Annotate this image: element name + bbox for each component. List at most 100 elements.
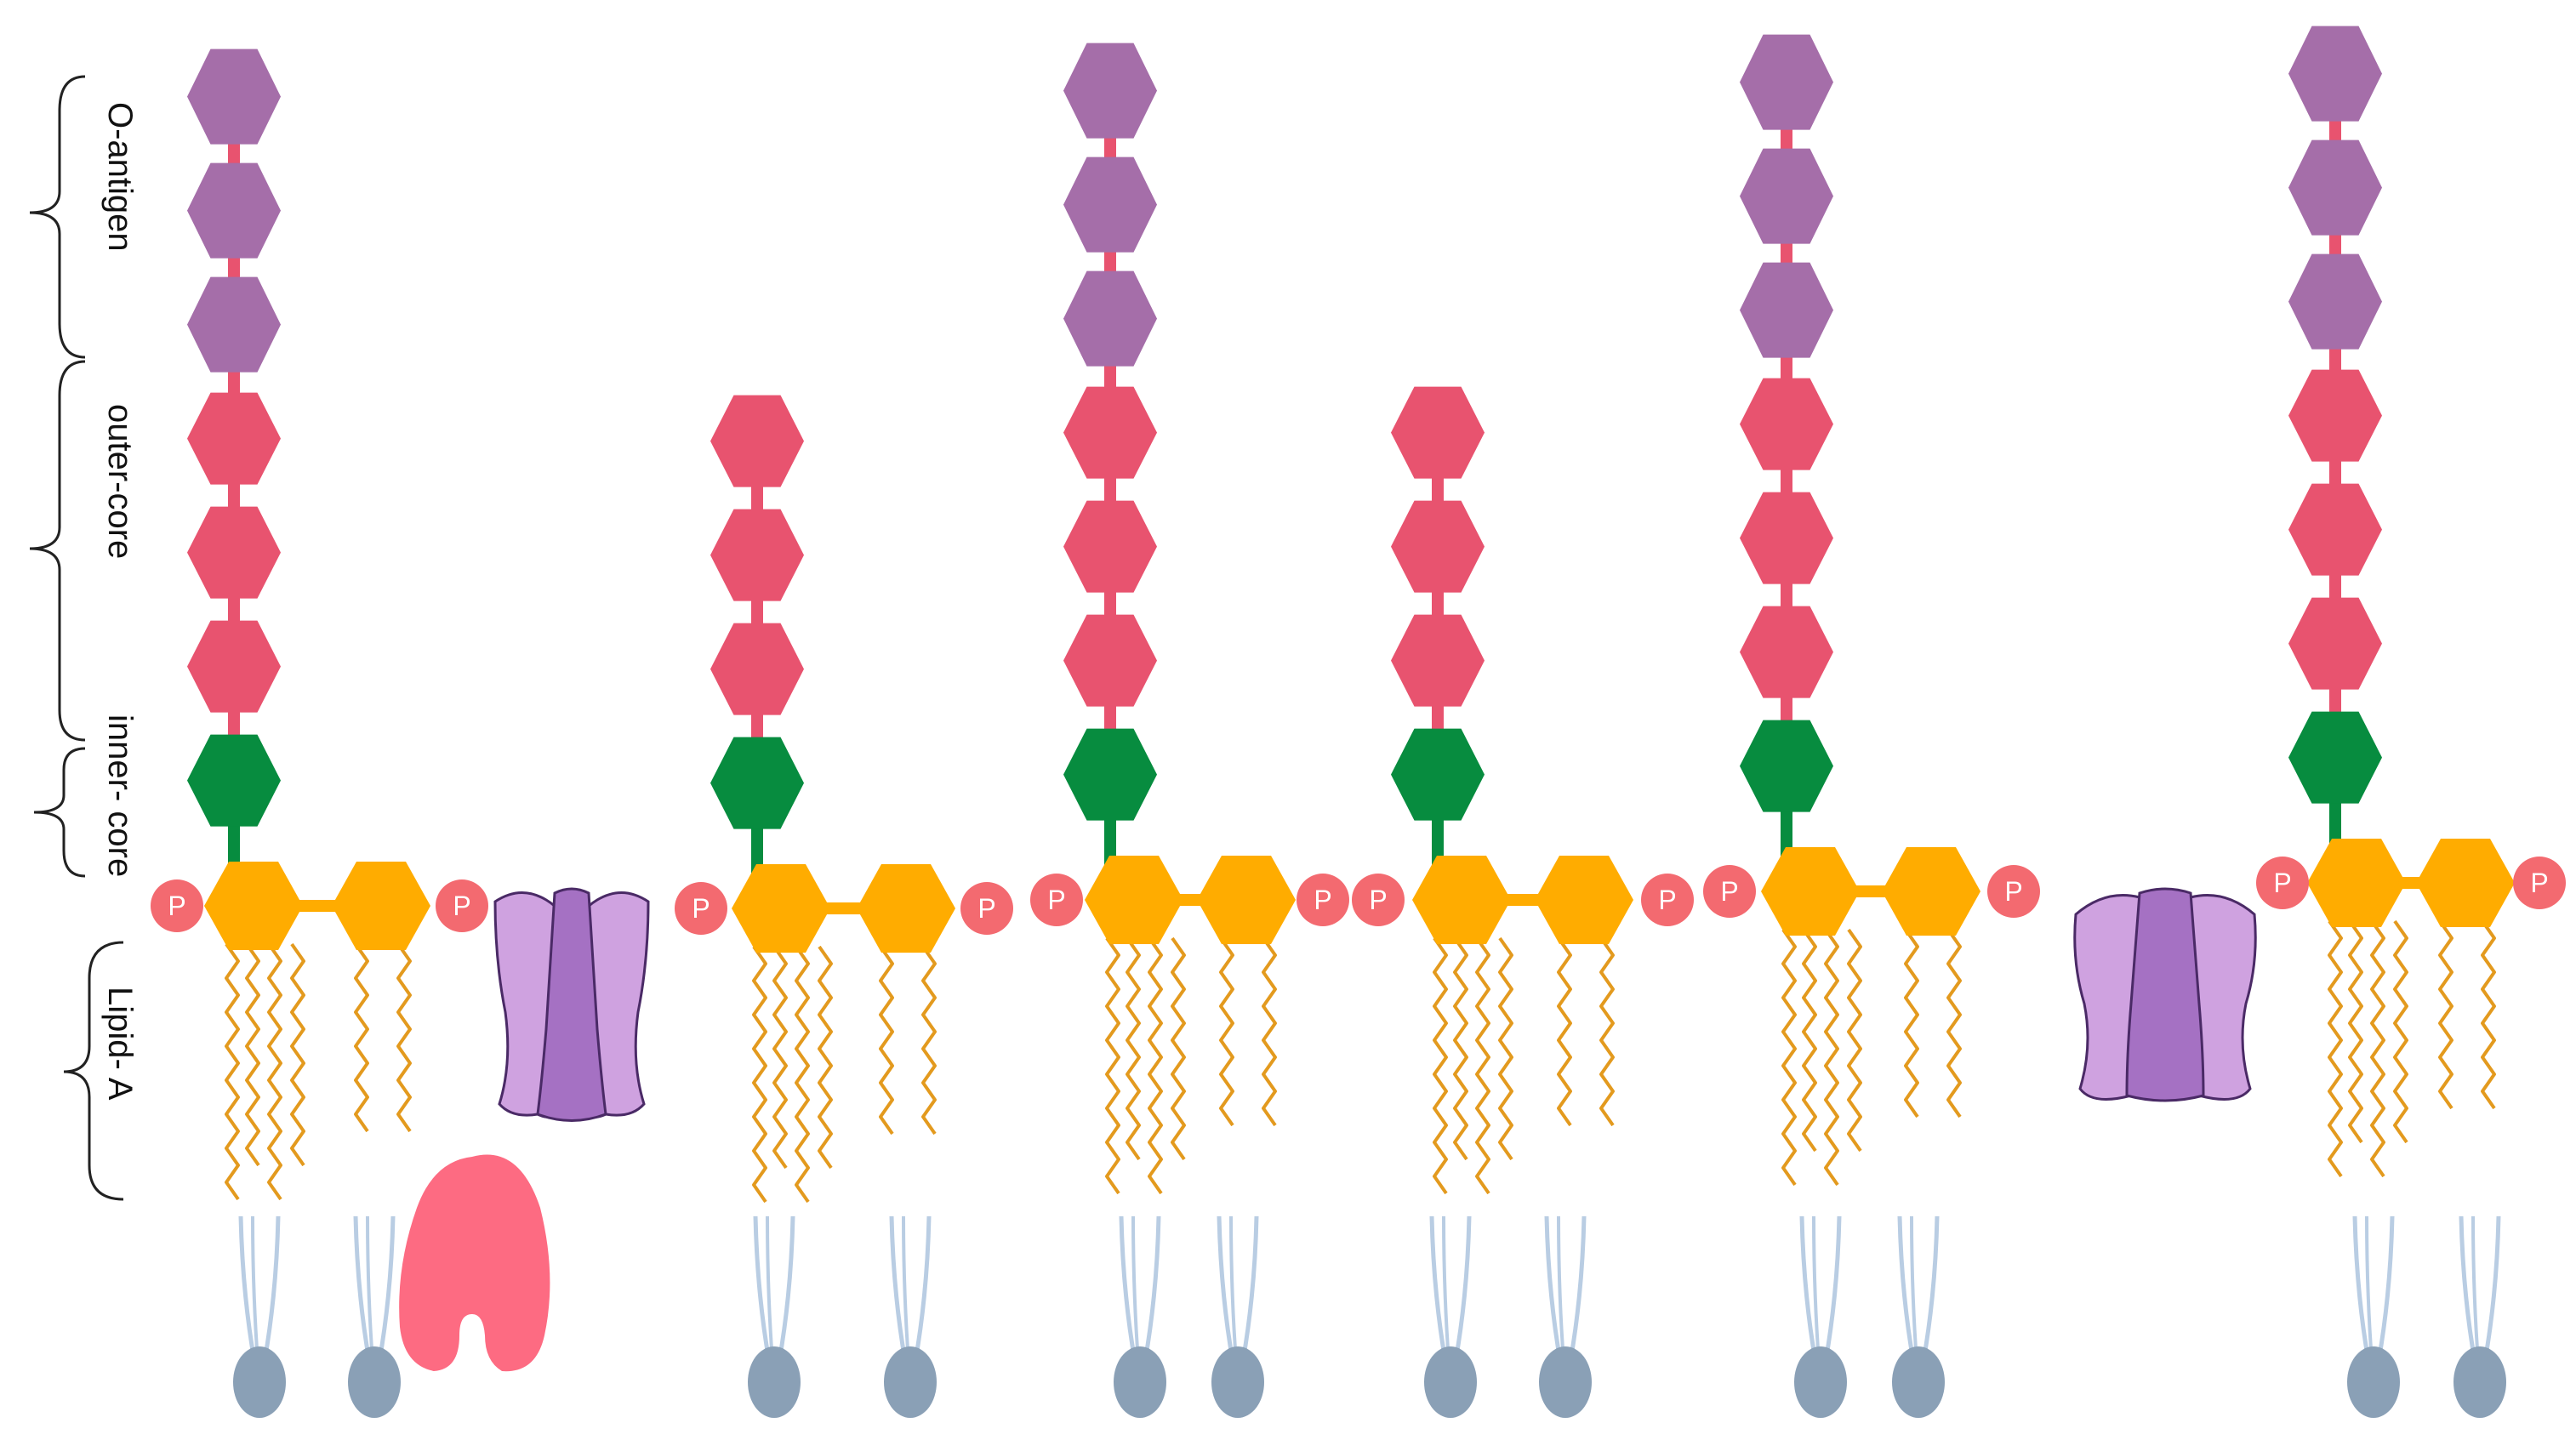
phosphate-icon: P [1352, 874, 1405, 926]
o-antigen-brace [29, 75, 86, 359]
lipid-a-tail [1475, 936, 1490, 1195]
lipid-a-tail [1946, 928, 1962, 1118]
lipid-a-tail [354, 942, 369, 1133]
lipid-a-tail [267, 942, 282, 1201]
phosphate-icon: P [1703, 865, 1756, 918]
phospholipid-icon [233, 1215, 286, 1418]
lipid-a-sugar-icon [1085, 856, 1183, 944]
phosphate-label: P [2530, 868, 2548, 898]
lipid-a-sugar-icon [1761, 847, 1860, 936]
outer-core-sugar-icon [710, 395, 804, 487]
o-antigen-sugar-icon [1740, 148, 1833, 244]
lipid-a-tail [1148, 936, 1163, 1195]
outer-core-sugar-icon [1063, 386, 1157, 479]
lipid-a-tail [772, 945, 788, 1170]
phospholipid-icon [1794, 1215, 1847, 1418]
phosphate-label: P [692, 893, 710, 924]
phosphate-label: P [1720, 876, 1738, 907]
outer-core-sugar-icon [187, 506, 281, 599]
outer-core-sugar-icon [2288, 369, 2382, 462]
phospholipid-icon [2347, 1215, 2400, 1418]
phosphate-icon: P [675, 882, 727, 935]
outer-core-sugar-icon [2288, 597, 2382, 690]
porin-icon [493, 887, 650, 1122]
inner-core-sugar-icon [2288, 711, 2382, 804]
outer-core-sugar-icon [1063, 614, 1157, 707]
lipid-a-tail [795, 945, 810, 1204]
o-antigen-sugar-icon [2288, 253, 2382, 350]
phospholipid-icon [1424, 1215, 1477, 1418]
lipid-a-sugar-icon [1882, 847, 1980, 936]
lipid-a-sugar-icon [332, 862, 430, 950]
inner-core-sugar-icon [710, 737, 804, 829]
phospholipid-icon [748, 1215, 801, 1418]
phosphate-icon: P [436, 879, 488, 932]
o-antigen-sugar-icon [1063, 270, 1157, 367]
lipid-a-tail [1498, 936, 1513, 1161]
o-antigen-sugar-icon [2288, 139, 2382, 236]
outer-core-sugar-icon [187, 392, 281, 485]
lipid-a-sugar-icon [732, 864, 830, 953]
inner-core-sugar-icon [187, 734, 281, 827]
inner-core-sugar-icon [1740, 720, 1833, 812]
outer-core-sugar-icon [710, 509, 804, 601]
lipid-a-label: Lipid- A [101, 987, 139, 1101]
lipid-a-tail [1126, 936, 1141, 1161]
phospholipid-icon [1211, 1215, 1264, 1418]
porin-center-channel [2125, 887, 2205, 1102]
phosphate-icon: P [960, 882, 1013, 935]
lipid-a-tail [2370, 919, 2385, 1178]
lipid-a-tail [752, 945, 767, 1204]
phospholipid-icon [2453, 1215, 2506, 1418]
o-antigen-sugar-icon [1740, 34, 1833, 130]
lipid-a-tail [1847, 928, 1862, 1153]
phosphate-label: P [1047, 885, 1065, 915]
outer-core-sugar-icon [1740, 492, 1833, 584]
lipid-a-tail [290, 942, 305, 1167]
phospholipid-icon [884, 1215, 937, 1418]
lipid-a-tail [1824, 928, 1839, 1187]
phosphate-label: P [2004, 876, 2022, 907]
lipid-a-sugar-icon [204, 862, 303, 950]
lipid-a-sugar-icon [857, 864, 955, 953]
inner-core-sugar-icon [1063, 728, 1157, 821]
lipid-a-tail [1171, 936, 1186, 1161]
lipid-a-tail [2393, 919, 2408, 1144]
lipid-a-tail [2328, 919, 2343, 1178]
o-antigen-sugar-icon [1063, 43, 1157, 139]
outer-core-sugar-icon [1740, 378, 1833, 470]
outer-core-sugar-icon [2288, 483, 2382, 576]
outer-core-sugar-icon [1391, 614, 1485, 707]
lipid-a-tail [879, 945, 894, 1135]
lipid-a-sugar-icon [1535, 856, 1633, 944]
lipid-a-tail [245, 942, 260, 1167]
lipid-a-tail [818, 945, 833, 1170]
outer-core-label: outer-core [101, 404, 139, 559]
phosphate-icon: P [1297, 874, 1349, 926]
outer-core-sugar-icon [710, 623, 804, 715]
lipid-a-tail [396, 942, 412, 1133]
o-antigen-label: O-antigen [101, 102, 139, 252]
lipid-a-tail [1453, 936, 1468, 1161]
lipid-a-tail [1557, 936, 1572, 1127]
phospholipid-icon [1892, 1215, 1945, 1418]
phosphate-icon: P [2256, 857, 2309, 909]
region-legend: O-antigen outer-core inner- core Lipid- … [29, 75, 139, 1201]
lipid-a-tail [1781, 928, 1797, 1187]
phosphate-icon: P [1030, 874, 1083, 926]
outer-core-brace [29, 360, 86, 742]
phospholipid-icon [1114, 1215, 1166, 1418]
lipid-a-tail [2481, 919, 2496, 1110]
inner-core-label: inner- core [101, 714, 139, 877]
phosphate-label: P [1658, 885, 1676, 915]
lipid-a-tail [2348, 919, 2363, 1144]
phosphate-icon: P [1641, 874, 1694, 926]
phosphate-icon: P [1987, 865, 2040, 918]
lipid-a-sugar-icon [2416, 839, 2515, 927]
outer-core-sugar-icon [1391, 386, 1485, 479]
lipid-a-tail [1904, 928, 1919, 1118]
phosphate-label: P [168, 891, 185, 921]
